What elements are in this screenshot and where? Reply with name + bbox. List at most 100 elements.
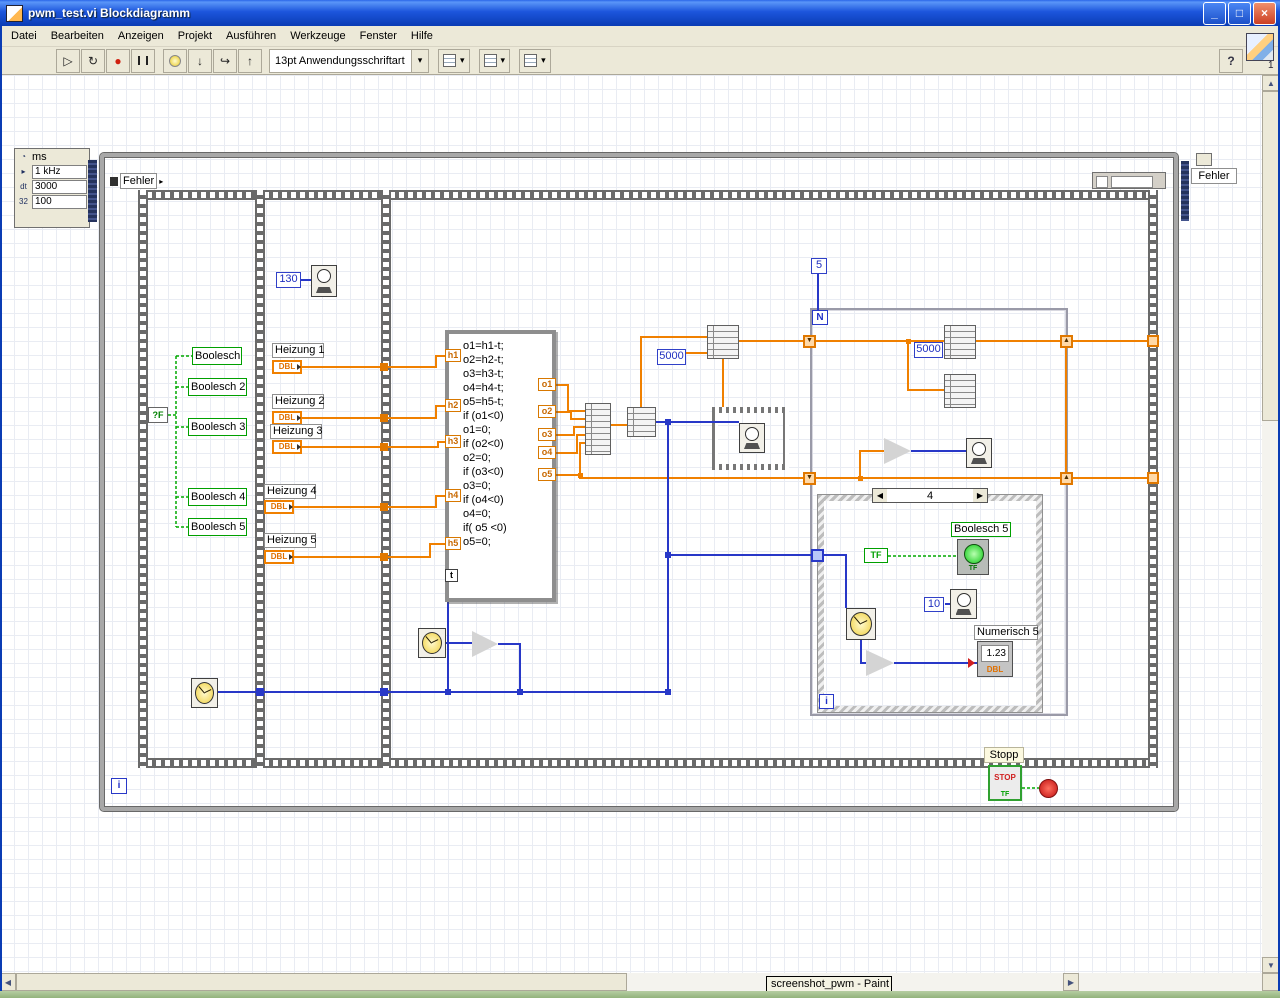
formula-input-h3[interactable]: h3: [445, 435, 461, 448]
tunnel[interactable]: [380, 363, 388, 371]
heizung-2-label[interactable]: Heizung 2: [272, 394, 325, 409]
case-selector[interactable]: ◀ 4 ▶: [872, 488, 988, 503]
boolean-terminal-4[interactable]: Boolesch 4: [188, 488, 247, 506]
menu-bearbeiten[interactable]: Bearbeiten: [50, 30, 104, 42]
true-constant[interactable]: TF: [864, 548, 888, 563]
numeric-constant-10[interactable]: 10: [924, 597, 944, 612]
numeric-indicator[interactable]: 1.23 DBL: [977, 641, 1013, 677]
menu-werkzeuge[interactable]: Werkzeuge: [290, 30, 346, 42]
indexing-tunnel[interactable]: ▲: [1060, 335, 1073, 348]
tunnel[interactable]: [1147, 335, 1159, 347]
numeric-constant-5000[interactable]: 5000: [914, 342, 943, 358]
resize-objects-dropdown[interactable]: ▾: [519, 48, 551, 73]
for-loop-count-terminal[interactable]: N: [812, 310, 828, 325]
tunnel[interactable]: [380, 688, 388, 696]
heizung-3-terminal[interactable]: DBL: [272, 440, 302, 454]
wait-ms-multiple-icon[interactable]: [739, 423, 765, 453]
indexing-tunnel[interactable]: ▼: [803, 472, 816, 485]
distribute-objects-dropdown[interactable]: ▾: [478, 48, 511, 73]
numeric-constant-5[interactable]: 5: [811, 258, 827, 274]
context-help-button[interactable]: ?: [1219, 49, 1243, 73]
scroll-right-button[interactable]: ▶: [1063, 973, 1079, 991]
scroll-left-button[interactable]: ◀: [0, 973, 16, 991]
formula-input-h4[interactable]: h4: [445, 489, 461, 502]
chevron-down-icon[interactable]: ▾: [411, 49, 428, 72]
sequence-border-top[interactable]: [138, 190, 1158, 200]
menu-fenster[interactable]: Fenster: [359, 30, 397, 42]
boolean-terminal-3[interactable]: Boolesch 3: [188, 418, 247, 436]
tunnel[interactable]: [380, 414, 388, 422]
indexing-tunnel[interactable]: ▼: [803, 335, 816, 348]
stop-label[interactable]: Stopp: [984, 747, 1024, 763]
heizung-1-terminal[interactable]: DBL: [272, 360, 302, 374]
menu-ausfuehren[interactable]: Ausführen: [226, 30, 277, 42]
error-out-label[interactable]: Fehler: [1191, 168, 1237, 184]
stop-button-terminal[interactable]: STOP TF: [988, 765, 1022, 801]
case-next-arrow[interactable]: ▶: [973, 489, 987, 502]
numerisch5-indicator-label[interactable]: Numerisch 5: [974, 625, 1039, 640]
tunnel[interactable]: [380, 553, 388, 561]
heizung-4-terminal[interactable]: DBL: [264, 500, 294, 514]
timed-sequence-small[interactable]: [712, 407, 789, 470]
formula-node[interactable]: o1=h1-t; o2=h2-t; o3=h3-t; o4=h4-t; o5=h…: [445, 330, 556, 602]
tunnel[interactable]: [256, 688, 264, 696]
tick-count-icon[interactable]: [191, 678, 218, 708]
case-prev-arrow[interactable]: ◀: [873, 489, 887, 502]
timing-row-dt[interactable]: dt 3000: [15, 179, 89, 194]
menu-projekt[interactable]: Projekt: [177, 30, 213, 42]
horizontal-scroll-thumb[interactable]: [16, 973, 627, 991]
index-array-icon[interactable]: [627, 407, 656, 437]
run-continuous-button[interactable]: ↻: [81, 48, 105, 73]
abort-button[interactable]: ●: [106, 48, 130, 73]
sequence-frame-divider-1[interactable]: [255, 190, 265, 768]
timing-dt-value[interactable]: 3000: [32, 179, 87, 194]
tick-count-icon[interactable]: [846, 608, 876, 640]
boolean-select-icon[interactable]: ?F: [148, 407, 168, 423]
minimize-button[interactable]: _: [1203, 1, 1226, 25]
timing-rate-value[interactable]: 1 kHz: [32, 164, 87, 179]
wait-ms-multiple-icon[interactable]: [311, 265, 337, 297]
tunnel[interactable]: [1147, 472, 1159, 484]
for-loop-border[interactable]: [810, 308, 1068, 716]
menu-hilfe[interactable]: Hilfe: [410, 30, 433, 42]
heizung-5-terminal[interactable]: DBL: [264, 550, 294, 564]
sequence-frame-divider-2[interactable]: [381, 190, 391, 768]
error-in-node[interactable]: Fehler ▸: [110, 173, 163, 189]
led-indicator[interactable]: TF: [957, 539, 989, 575]
formula-input-t[interactable]: t: [445, 569, 458, 582]
for-loop-iteration-terminal[interactable]: i: [819, 694, 834, 709]
wait-ms-multiple-icon[interactable]: [950, 589, 977, 619]
formula-input-h1[interactable]: h1: [445, 349, 461, 362]
formula-output-o5[interactable]: o5: [538, 468, 556, 481]
tick-count-icon[interactable]: [418, 628, 446, 658]
sequence-border-left[interactable]: [138, 190, 148, 768]
build-array-icon[interactable]: [707, 325, 739, 359]
heizung-1-label[interactable]: Heizung 1: [272, 343, 325, 358]
menu-anzeigen[interactable]: Anzeigen: [117, 30, 164, 42]
boolean-terminal-1[interactable]: Boolesch: [192, 347, 242, 365]
timed-loop-input-node[interactable]: ◔ ms ▸ 1 kHz dt 3000 32 100: [14, 148, 90, 228]
step-into-button[interactable]: ↓: [188, 48, 212, 73]
highlight-execution-button[interactable]: [163, 48, 187, 73]
step-over-button[interactable]: ↪: [213, 48, 237, 73]
formula-output-o3[interactable]: o3: [538, 428, 556, 441]
heizung-5-label[interactable]: Heizung 5: [264, 533, 317, 548]
tunnel[interactable]: [380, 443, 388, 451]
loop-iteration-terminal[interactable]: i: [111, 778, 127, 794]
pause-button[interactable]: [131, 48, 155, 73]
formula-output-o2[interactable]: o2: [538, 405, 556, 418]
vi-icon-pane[interactable]: [1246, 33, 1274, 61]
timing-period-value[interactable]: 100: [32, 194, 87, 209]
boolesch5-indicator-label[interactable]: Boolesch 5: [951, 522, 1011, 537]
formula-input-h5[interactable]: h5: [445, 537, 461, 550]
indexing-tunnel[interactable]: ▲: [1060, 472, 1073, 485]
numeric-constant-5000[interactable]: 5000: [657, 349, 686, 365]
build-array-icon[interactable]: [944, 325, 976, 359]
formula-output-o4[interactable]: o4: [538, 446, 556, 459]
timed-loop-border[interactable]: [99, 152, 1179, 812]
wait-ms-multiple-icon[interactable]: [966, 438, 992, 468]
loop-condition-terminal[interactable]: [1039, 779, 1058, 798]
close-button[interactable]: ×: [1253, 1, 1276, 25]
run-button[interactable]: ▷: [56, 48, 80, 73]
formula-input-h2[interactable]: h2: [445, 399, 461, 412]
